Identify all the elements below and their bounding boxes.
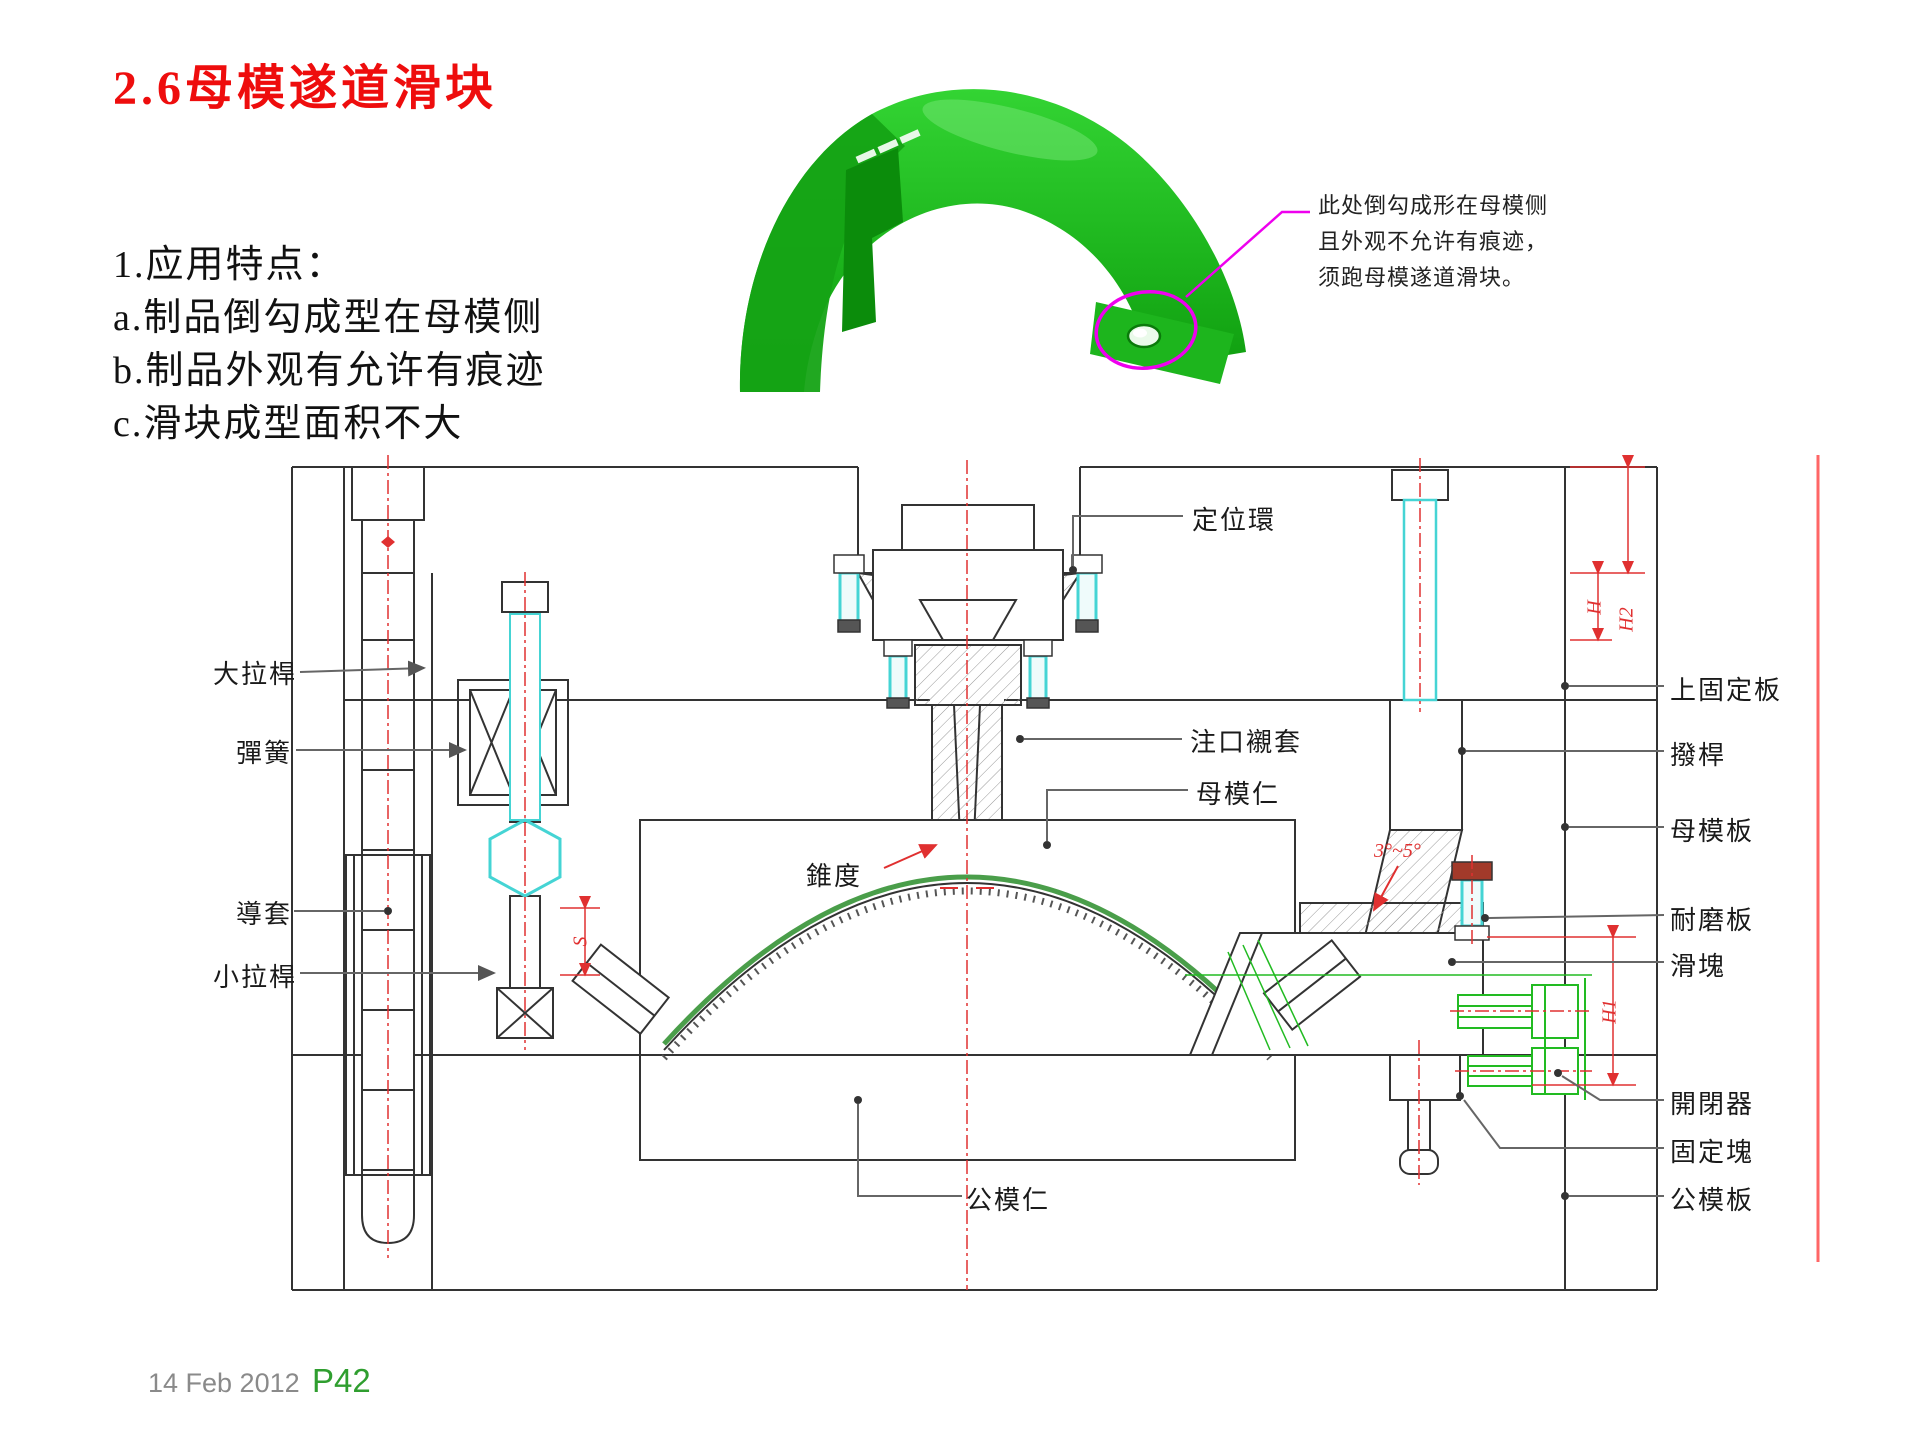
label-core-plate: 公模板 xyxy=(1670,1186,1755,1215)
label-slider: 滑塊 xyxy=(1670,952,1727,981)
hex-nut-icon xyxy=(488,818,562,898)
label-wear-plate: 耐磨板 xyxy=(1670,906,1755,935)
dim-h: H xyxy=(1583,600,1606,615)
dim-h1: H1 xyxy=(1598,999,1621,1024)
label-small-tie-bar: 小拉桿 xyxy=(212,963,297,992)
leader-lines xyxy=(294,515,1665,1200)
part-highlight xyxy=(922,99,1098,161)
feature-item-a: a.制品倒勾成型在母模侧 xyxy=(113,297,544,339)
label-taper: 錐度 xyxy=(806,862,863,891)
label-cavity-plate: 母模板 xyxy=(1670,817,1755,846)
label-cavity-insert: 母模仁 xyxy=(1196,780,1281,809)
callout-line-3: 须跑母模遂道滑块。 xyxy=(1318,265,1526,290)
label-angle-lever: 撥桿 xyxy=(1670,741,1727,770)
label-guide-bush: 導套 xyxy=(235,900,292,929)
label-big-tie-bar: 大拉桿 xyxy=(212,660,297,689)
feature-item-b: b.制品外观有允许有痕迹 xyxy=(113,350,546,392)
label-fixed-block: 固定塊 xyxy=(1670,1138,1755,1167)
footer-date: 14 Feb 2012 xyxy=(148,1368,300,1398)
undercut-callout xyxy=(1094,210,1310,371)
bolt-heads xyxy=(833,554,1493,941)
label-latch: 開閉器 xyxy=(1670,1090,1755,1119)
label-sprue-bushing: 注口襯套 xyxy=(1190,728,1303,757)
dim-h2: H2 xyxy=(1615,607,1638,632)
dim-s: S xyxy=(569,936,592,947)
undercut-leader-line xyxy=(1185,210,1310,298)
label-spring: 彈簧 xyxy=(235,739,292,768)
dim-angle: 3°~5° xyxy=(1374,840,1421,862)
green-part-image xyxy=(739,89,1310,393)
taper-leader-line xyxy=(883,844,938,869)
callout-line-1: 此处倒勾成形在母模侧 xyxy=(1318,193,1549,218)
page-title: 2.6母模遂道滑块 xyxy=(113,62,498,115)
label-locating-ring: 定位環 xyxy=(1192,506,1277,535)
part-inner-pocket xyxy=(842,148,903,332)
footer-page-number: P42 xyxy=(312,1362,371,1399)
part-tab xyxy=(1090,302,1234,384)
undercut-circle-icon xyxy=(1094,289,1198,371)
red-marks xyxy=(381,455,1645,1290)
part-vent-slots xyxy=(855,129,921,164)
angle-leader-line xyxy=(1373,865,1399,912)
part-hole-shine xyxy=(1133,328,1147,338)
feature-heading: 1.应用特点： xyxy=(113,244,346,286)
label-core-insert: 公模仁 xyxy=(966,1186,1051,1215)
callout-line-2: 且外观不允许有痕迹， xyxy=(1318,229,1549,254)
feature-item-c: c.滑块成型面积不大 xyxy=(113,403,464,445)
label-top-clamp-plate: 上固定板 xyxy=(1670,676,1783,705)
